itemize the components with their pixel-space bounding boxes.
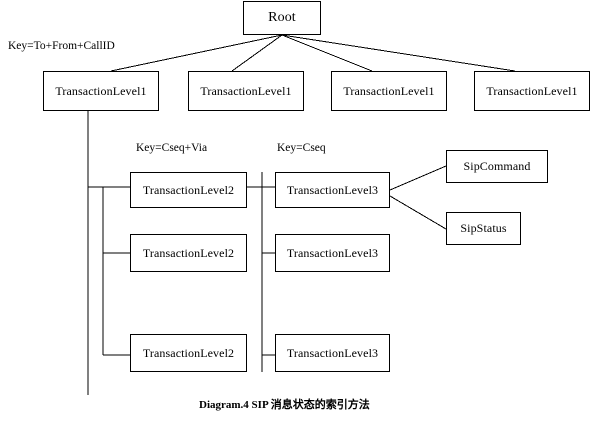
key-level3: Key=Cseq — [277, 142, 326, 154]
node-l3a[interactable]: TransactionLevel3 — [275, 172, 390, 208]
key-level2: Key=Cseq+Via — [136, 142, 208, 154]
node-label: TransactionLevel3 — [286, 345, 379, 360]
node-label: TransactionLevel2 — [142, 245, 235, 260]
connector-root-to-l1c — [281, 34, 373, 72]
node-l2c[interactable]: TransactionLevel2 — [130, 334, 247, 372]
node-l3b[interactable]: TransactionLevel3 — [275, 234, 390, 272]
node-l2b[interactable]: TransactionLevel2 — [130, 234, 247, 272]
node-sipcmd[interactable]: SipCommand — [446, 150, 548, 183]
node-label: TransactionLevel1 — [55, 83, 147, 98]
node-label: TransactionLevel1 — [343, 83, 435, 98]
node-label: SipStatus — [460, 221, 507, 235]
node-label: Root — [268, 10, 296, 25]
node-label: TransactionLevel2 — [142, 182, 235, 197]
connector-l3a-to-sipcommand — [389, 165, 447, 191]
node-l1a[interactable]: TransactionLevel1 — [43, 71, 159, 111]
node-root[interactable]: Root — [243, 1, 321, 35]
connector-root-to-l1b — [231, 34, 283, 72]
node-sipsta[interactable]: SipStatus — [446, 212, 521, 245]
node-l3c[interactable]: TransactionLevel3 — [275, 334, 390, 372]
node-label: SipCommand — [463, 159, 531, 173]
node-l1d[interactable]: TransactionLevel1 — [474, 71, 590, 111]
node-l1b[interactable]: TransactionLevel1 — [188, 71, 304, 111]
node-label: TransactionLevel3 — [286, 182, 379, 197]
diagram-caption: Diagram.4 SIP 消息状态的索引方法 — [199, 399, 370, 411]
connector-l3a-to-sipstatus — [389, 195, 447, 230]
node-l2a[interactable]: TransactionLevel2 — [130, 172, 247, 208]
connector-root-to-l1a — [110, 34, 283, 72]
connector-root-to-l1d — [281, 34, 516, 72]
node-label: TransactionLevel1 — [486, 83, 578, 98]
node-label: TransactionLevel2 — [142, 345, 235, 360]
key-level1: Key=To+From+CallID — [8, 40, 115, 52]
node-label: TransactionLevel3 — [286, 245, 379, 260]
node-label: TransactionLevel1 — [200, 83, 292, 98]
node-l1c[interactable]: TransactionLevel1 — [331, 71, 447, 111]
